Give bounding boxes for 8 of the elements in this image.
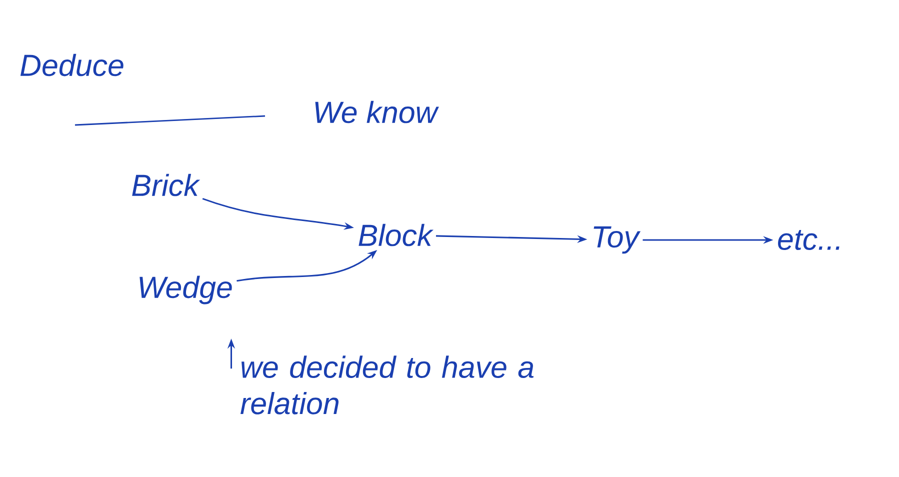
word-text: Wedge [140, 276, 232, 304]
word-text: etc... [778, 230, 840, 250]
word-text: we decided to have a relation [240, 356, 534, 414]
word-text: Brick [132, 174, 200, 196]
note-text: We know [315, 100, 439, 124]
word-text: Block [358, 224, 434, 246]
heading: Deduce [20, 54, 124, 76]
word-text: Toy [594, 226, 641, 254]
